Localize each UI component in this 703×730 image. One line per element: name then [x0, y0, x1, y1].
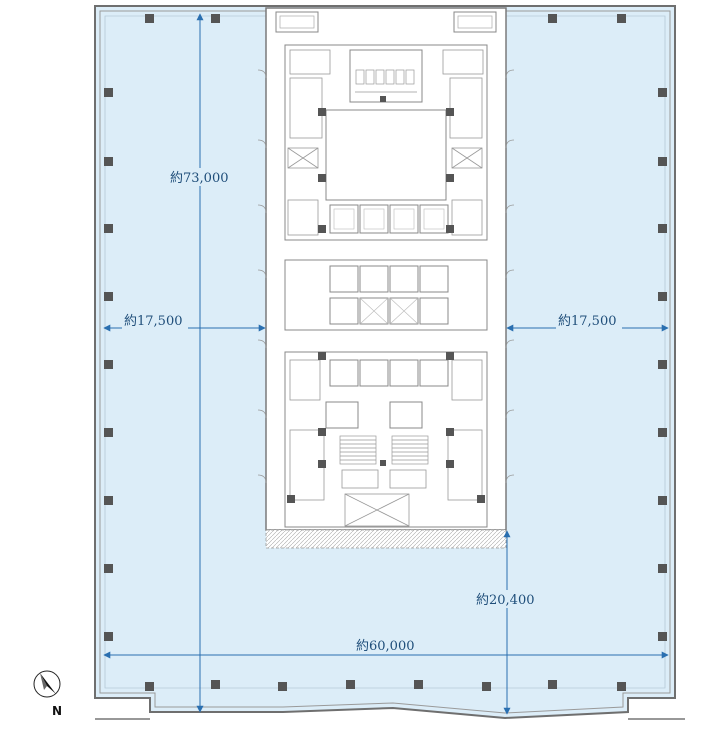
upper-hall [325, 109, 447, 201]
columns [104, 14, 667, 691]
elevator-bank-1 [329, 204, 449, 234]
inner-facade-line [99, 10, 671, 714]
north-arrow-icon: N [33, 670, 62, 718]
core-extension-hatch [265, 529, 507, 549]
north-label: N [52, 704, 62, 718]
elevator-bank-3 [329, 359, 449, 387]
dim-south-span-label: 約20,400 [476, 593, 535, 608]
dim-total-width-label: 約60,000 [356, 639, 415, 654]
dim-east-span-label: 約17,500 [558, 314, 617, 329]
dim-west-span-label: 約17,500 [124, 314, 183, 329]
dim-total-depth-label: 約73,000 [170, 171, 229, 186]
stairs [339, 435, 429, 465]
